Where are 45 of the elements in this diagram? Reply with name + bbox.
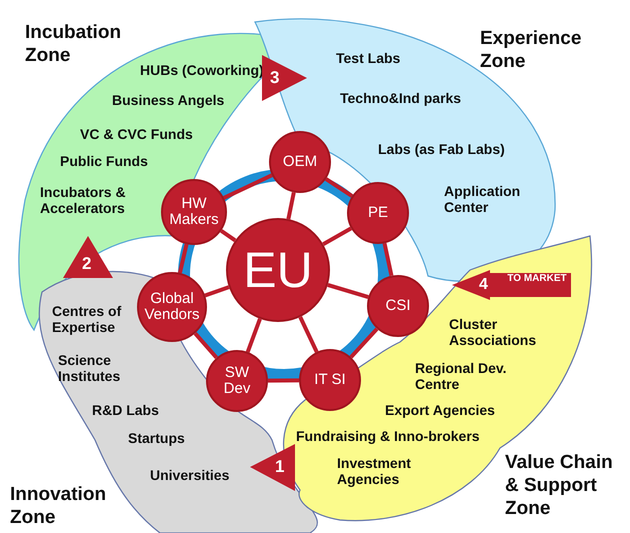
zone-item: Application Center (444, 183, 522, 216)
connector-line (220, 229, 236, 242)
connector-line (268, 378, 300, 383)
connector-line (286, 192, 296, 220)
step-number: 1 (275, 457, 284, 477)
zone-title: Incubation Zone (25, 22, 122, 68)
zone-title: Experience Zone (480, 28, 582, 74)
zone-item: Business Angels (112, 92, 224, 108)
zone-item: Investment Agencies (337, 455, 412, 488)
zone-item: Techno&Ind parks (340, 90, 462, 106)
zone-item: Incubators & Accelerators (40, 184, 127, 216)
step-number: 3 (270, 68, 280, 88)
zone-item: HUBs (Coworking) (140, 62, 264, 78)
connector-line (322, 226, 352, 246)
zone-title: Innovation Zone (10, 484, 108, 530)
zone-item: Science Institutes (58, 352, 122, 384)
connector-line (327, 283, 369, 299)
member-circle: OEM (269, 131, 331, 193)
member-circle: SW Dev (206, 350, 268, 412)
zone-item: Labs (as Fab Labs) (378, 141, 505, 158)
member-circle: HW Makers (161, 179, 227, 245)
connector-line (246, 318, 262, 353)
zone-item: VC & CVC Funds (80, 126, 193, 142)
hub-circle: EU (226, 218, 330, 322)
zone-title: Value Chain & Support Zone (505, 452, 614, 520)
zone-item: Startups (128, 430, 185, 446)
connector-line (223, 173, 273, 200)
zone-item: Regional Dev. Centre (415, 360, 508, 392)
zone-item: Universities (150, 467, 230, 484)
member-circle: CSI (367, 275, 429, 337)
zone-item: Fundraising & Inno-brokers (296, 428, 480, 444)
step-number: 2 (82, 254, 92, 274)
connector-line (382, 242, 394, 276)
zone-item: Test Labs (336, 50, 400, 66)
zone-item: Cluster Associations (449, 316, 538, 348)
connector-line (204, 285, 230, 298)
member-circle: PE (347, 182, 409, 244)
connector-line (324, 177, 354, 198)
zone-item: Export Agencies (385, 402, 495, 418)
zone-item: Public Funds (60, 153, 148, 170)
step-number: 4 (479, 276, 488, 294)
zone-item: R&D Labs (92, 402, 159, 418)
connector-line (298, 316, 319, 353)
arrow-text: TO MARKET (506, 274, 568, 284)
zone-item: Centres of Expertise (52, 303, 122, 336)
